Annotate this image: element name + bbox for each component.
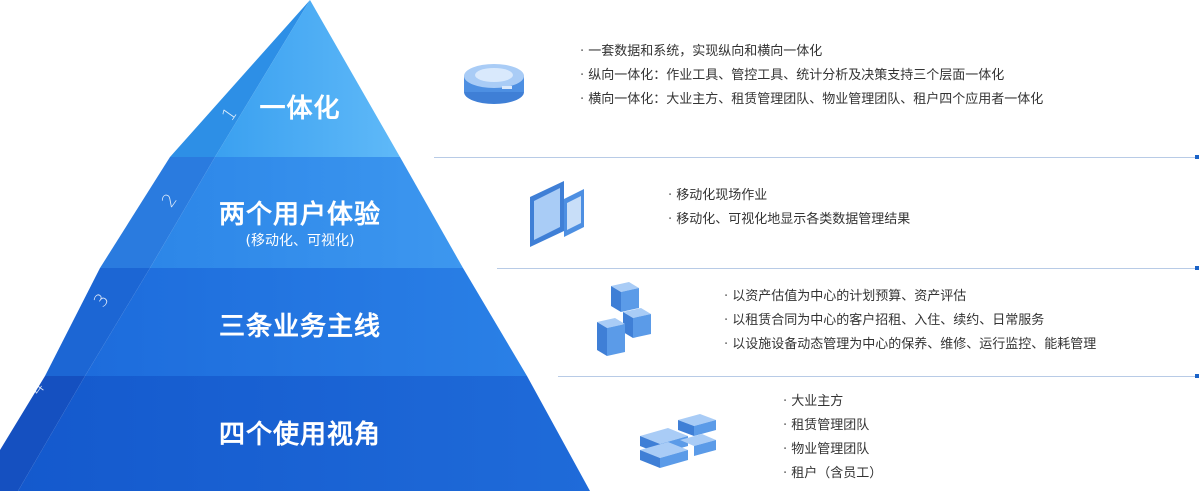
list-item: 物业管理团队 bbox=[783, 438, 882, 462]
divider-1 bbox=[434, 155, 1199, 159]
tier-4-side bbox=[0, 376, 85, 491]
section-4-list: 大业主方 租赁管理团队 物业管理团队 租户（含员工） bbox=[783, 390, 882, 486]
tier-2-subtitle: (移动化、可视化) bbox=[245, 233, 355, 249]
mobile-device-icon bbox=[530, 181, 584, 247]
tier-3-side bbox=[45, 268, 150, 376]
tier-4-title: 四个使用视角 bbox=[218, 420, 381, 450]
divider-3 bbox=[558, 374, 1199, 378]
tier-4-face bbox=[18, 376, 590, 491]
list-item: 租赁管理团队 bbox=[783, 414, 882, 438]
section-3-list: 以资产估值为中心的计划预算、资产评估 以租赁合同为中心的客户招租、入住、续约、日… bbox=[724, 285, 1096, 357]
list-item: 一套数据和系统，实现纵向和横向一体化 bbox=[580, 40, 1043, 64]
list-item: 横向一体化：大业主方、租赁管理团队、物业管理团队、租户四个应用者一体化 bbox=[580, 88, 1043, 112]
section-1-list: 一套数据和系统，实现纵向和横向一体化 纵向一体化：作业工具、管控工具、统计分析及… bbox=[580, 40, 1043, 112]
tier-3-face bbox=[85, 268, 527, 376]
list-item: 以租赁合同为中心的客户招租、入住、续约、日常服务 bbox=[724, 309, 1096, 333]
list-item: 租户（含员工） bbox=[783, 462, 882, 486]
stacked-boxes-icon bbox=[597, 282, 651, 356]
tier-1-title: 一体化 bbox=[259, 94, 341, 124]
tier-3-title: 三条业务主线 bbox=[218, 312, 381, 342]
server-stack-icon bbox=[640, 414, 716, 468]
tier-2-side bbox=[100, 157, 215, 268]
tier-2-title: 两个用户体验 bbox=[218, 200, 381, 230]
divider-2 bbox=[497, 266, 1199, 270]
list-item: 移动化现场作业 bbox=[668, 184, 910, 208]
pyramid-diagram bbox=[0, 0, 590, 491]
list-item: 大业主方 bbox=[783, 390, 882, 414]
tier-1-face bbox=[215, 0, 400, 157]
list-item: 移动化、可视化地显示各类数据管理结果 bbox=[668, 208, 910, 232]
list-item: 纵向一体化：作业工具、管控工具、统计分析及决策支持三个层面一体化 bbox=[580, 64, 1043, 88]
database-icon bbox=[464, 64, 524, 104]
list-item: 以设施设备动态管理为中心的保养、维修、运行监控、能耗管理 bbox=[724, 333, 1096, 357]
tier-1-side bbox=[170, 0, 310, 157]
list-item: 以资产估值为中心的计划预算、资产评估 bbox=[724, 285, 1096, 309]
tier-2-face bbox=[150, 157, 463, 268]
section-2-list: 移动化现场作业 移动化、可视化地显示各类数据管理结果 bbox=[668, 184, 910, 232]
